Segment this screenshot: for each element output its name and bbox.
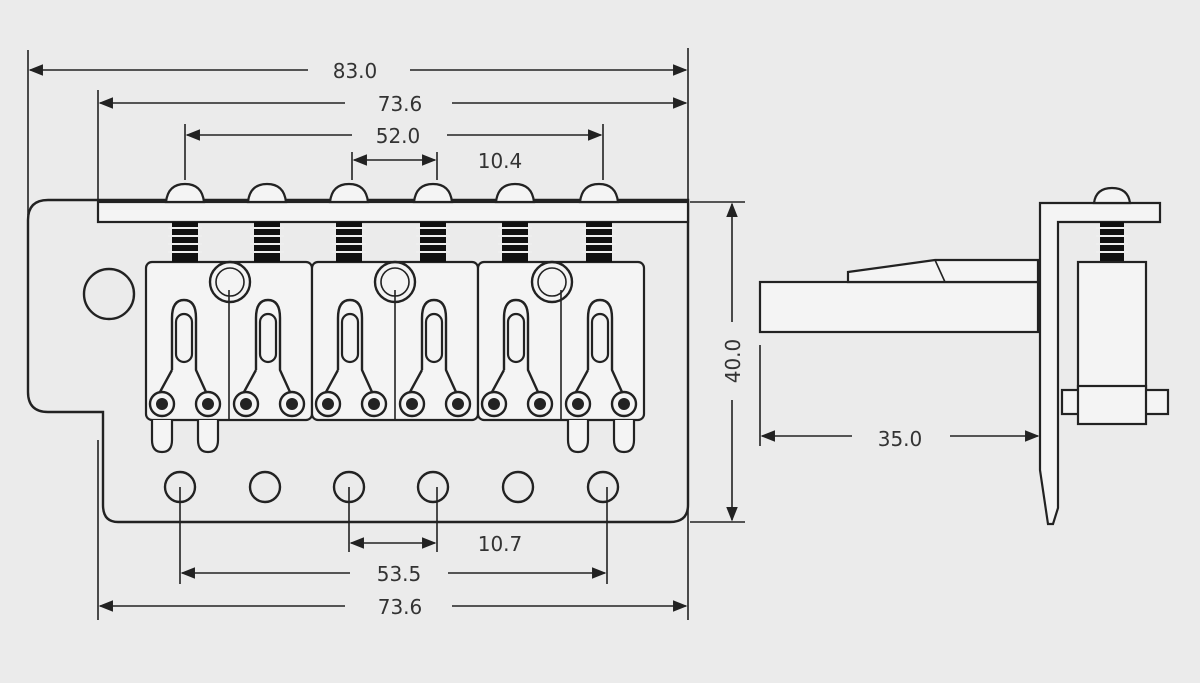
side-view (758, 186, 1170, 526)
screw-tip (196, 420, 220, 454)
saddle-side (1076, 260, 1148, 392)
dim-height: 40.0 (721, 339, 745, 384)
height-screw (398, 390, 426, 418)
dim-hole-spacing: 10.7 (478, 532, 523, 556)
screw-tips (150, 420, 636, 454)
dimension-labels: 83.0 73.6 52.0 10.4 10.7 53.5 73.6 40.0 … (333, 59, 923, 619)
spring (416, 222, 450, 262)
saddle-slot (158, 298, 208, 393)
spring (582, 222, 616, 262)
saddle-slot-inner (174, 312, 194, 364)
spring (498, 222, 532, 262)
rivet (208, 260, 252, 304)
saddle-slot-inner (424, 312, 444, 364)
dim-screw-spacing: 10.4 (478, 149, 523, 173)
saddle-slot (408, 298, 458, 393)
height-screw (526, 390, 554, 418)
saddle-slots (158, 298, 624, 393)
screw-head (578, 182, 620, 204)
height-screw (148, 390, 176, 418)
saddle-slot (242, 298, 292, 393)
spring (332, 222, 366, 262)
screw-heads (164, 182, 620, 204)
height-screw (444, 390, 472, 418)
rivet-inner (537, 267, 567, 297)
height-screw (360, 390, 388, 418)
screw-tip (612, 420, 636, 454)
dim-hole-span: 53.5 (377, 562, 422, 586)
height-screw (610, 390, 638, 418)
string-holes (163, 470, 620, 504)
front-view (26, 182, 690, 524)
springs (168, 222, 616, 262)
dim-overall-width: 83.0 (333, 59, 378, 83)
screw-head (164, 182, 206, 204)
saddle-slot-inner (258, 312, 278, 364)
saddle-slot (324, 298, 374, 393)
screw-head (328, 182, 370, 204)
string-hole (501, 470, 535, 504)
dim-side-depth: 35.0 (878, 427, 923, 451)
height-screw (232, 390, 260, 418)
spring (168, 222, 202, 262)
saddle-base-side (1076, 384, 1148, 426)
side-screw-head (1092, 186, 1132, 205)
top-bar (96, 200, 690, 224)
dim-plate-width-bottom: 73.6 (378, 595, 423, 619)
base-plate-side (1038, 201, 1162, 526)
side-spring (1096, 222, 1128, 262)
sustain-block (758, 280, 1040, 334)
saddle-slot (490, 298, 540, 393)
height-screws (148, 390, 638, 418)
saddle-slot-inner (590, 312, 610, 364)
rivet-inner (380, 267, 410, 297)
height-screw (480, 390, 508, 418)
screw-head (412, 182, 454, 204)
height-screw (194, 390, 222, 418)
height-screw (278, 390, 306, 418)
spring (250, 222, 284, 262)
string-hole (248, 470, 282, 504)
saddle-slot (574, 298, 624, 393)
rivet (373, 260, 417, 304)
rivet (530, 260, 574, 304)
height-screw (564, 390, 592, 418)
saddle-slot-inner (340, 312, 360, 364)
screw-tip (150, 420, 174, 454)
height-screw (314, 390, 342, 418)
block-top-step (846, 258, 1040, 284)
screw-tip (566, 420, 590, 454)
dim-plate-width-top: 73.6 (378, 92, 423, 116)
screw-head (246, 182, 288, 204)
dim-screw-span: 52.0 (376, 124, 421, 148)
mounting-hole (82, 267, 136, 321)
string-hole (416, 470, 450, 504)
saddle-rivets (208, 260, 574, 304)
saddle-slot-inner (506, 312, 526, 364)
rivet-inner (215, 267, 245, 297)
string-hole (586, 470, 620, 504)
screw-head (494, 182, 536, 204)
dimension-lines (27, 48, 745, 620)
